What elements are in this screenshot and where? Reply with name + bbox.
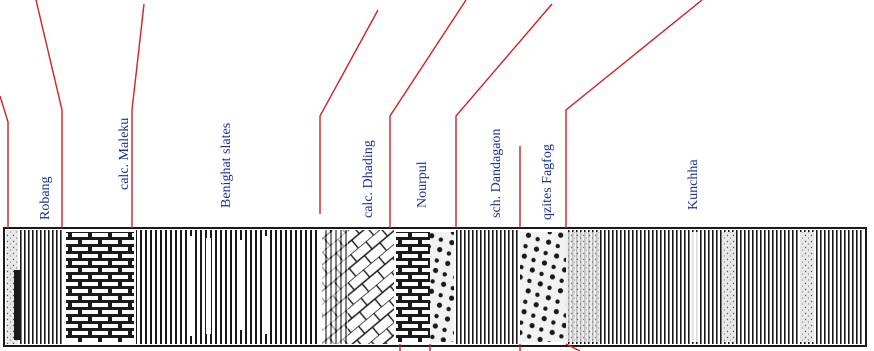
leader-line-nourpul (455, 3, 553, 228)
leader-line-benighat-slates (319, 9, 379, 214)
unit-bands (6, 230, 864, 344)
label-qzites-fagfog: qzites Fagfog (540, 144, 555, 220)
label-calc-maleku: calc. Maleku (117, 118, 132, 190)
band-robang (20, 230, 64, 344)
label-robang: Robang (38, 176, 53, 220)
leader-line-calc-maleku (131, 3, 145, 228)
leader-line-left-edge (0, 95, 9, 228)
leader-line-calc-dhading (389, 0, 467, 228)
band-calc-maleku (66, 232, 134, 342)
band-kunchha (566, 230, 864, 344)
unit-labels: Robang calc. Maleku Benighat slates calc… (38, 118, 701, 220)
label-calc-dhading: calc. Dhading (361, 140, 376, 218)
leader-line-qzites-fagfog (565, 0, 703, 228)
label-kunchha: Kunchha (686, 159, 701, 210)
band-sch-dandagaon (456, 230, 518, 344)
leader-lines (0, 0, 703, 351)
band-benighat-slates (136, 230, 320, 344)
label-nourpul: Nourpul (415, 161, 430, 208)
label-sch-dandagaon: sch. Dandagaon (489, 129, 504, 218)
leader-line-robang (35, 0, 63, 228)
label-benighat-slates: Benighat slates (219, 123, 234, 208)
band-qzites-fagfog (520, 232, 566, 342)
